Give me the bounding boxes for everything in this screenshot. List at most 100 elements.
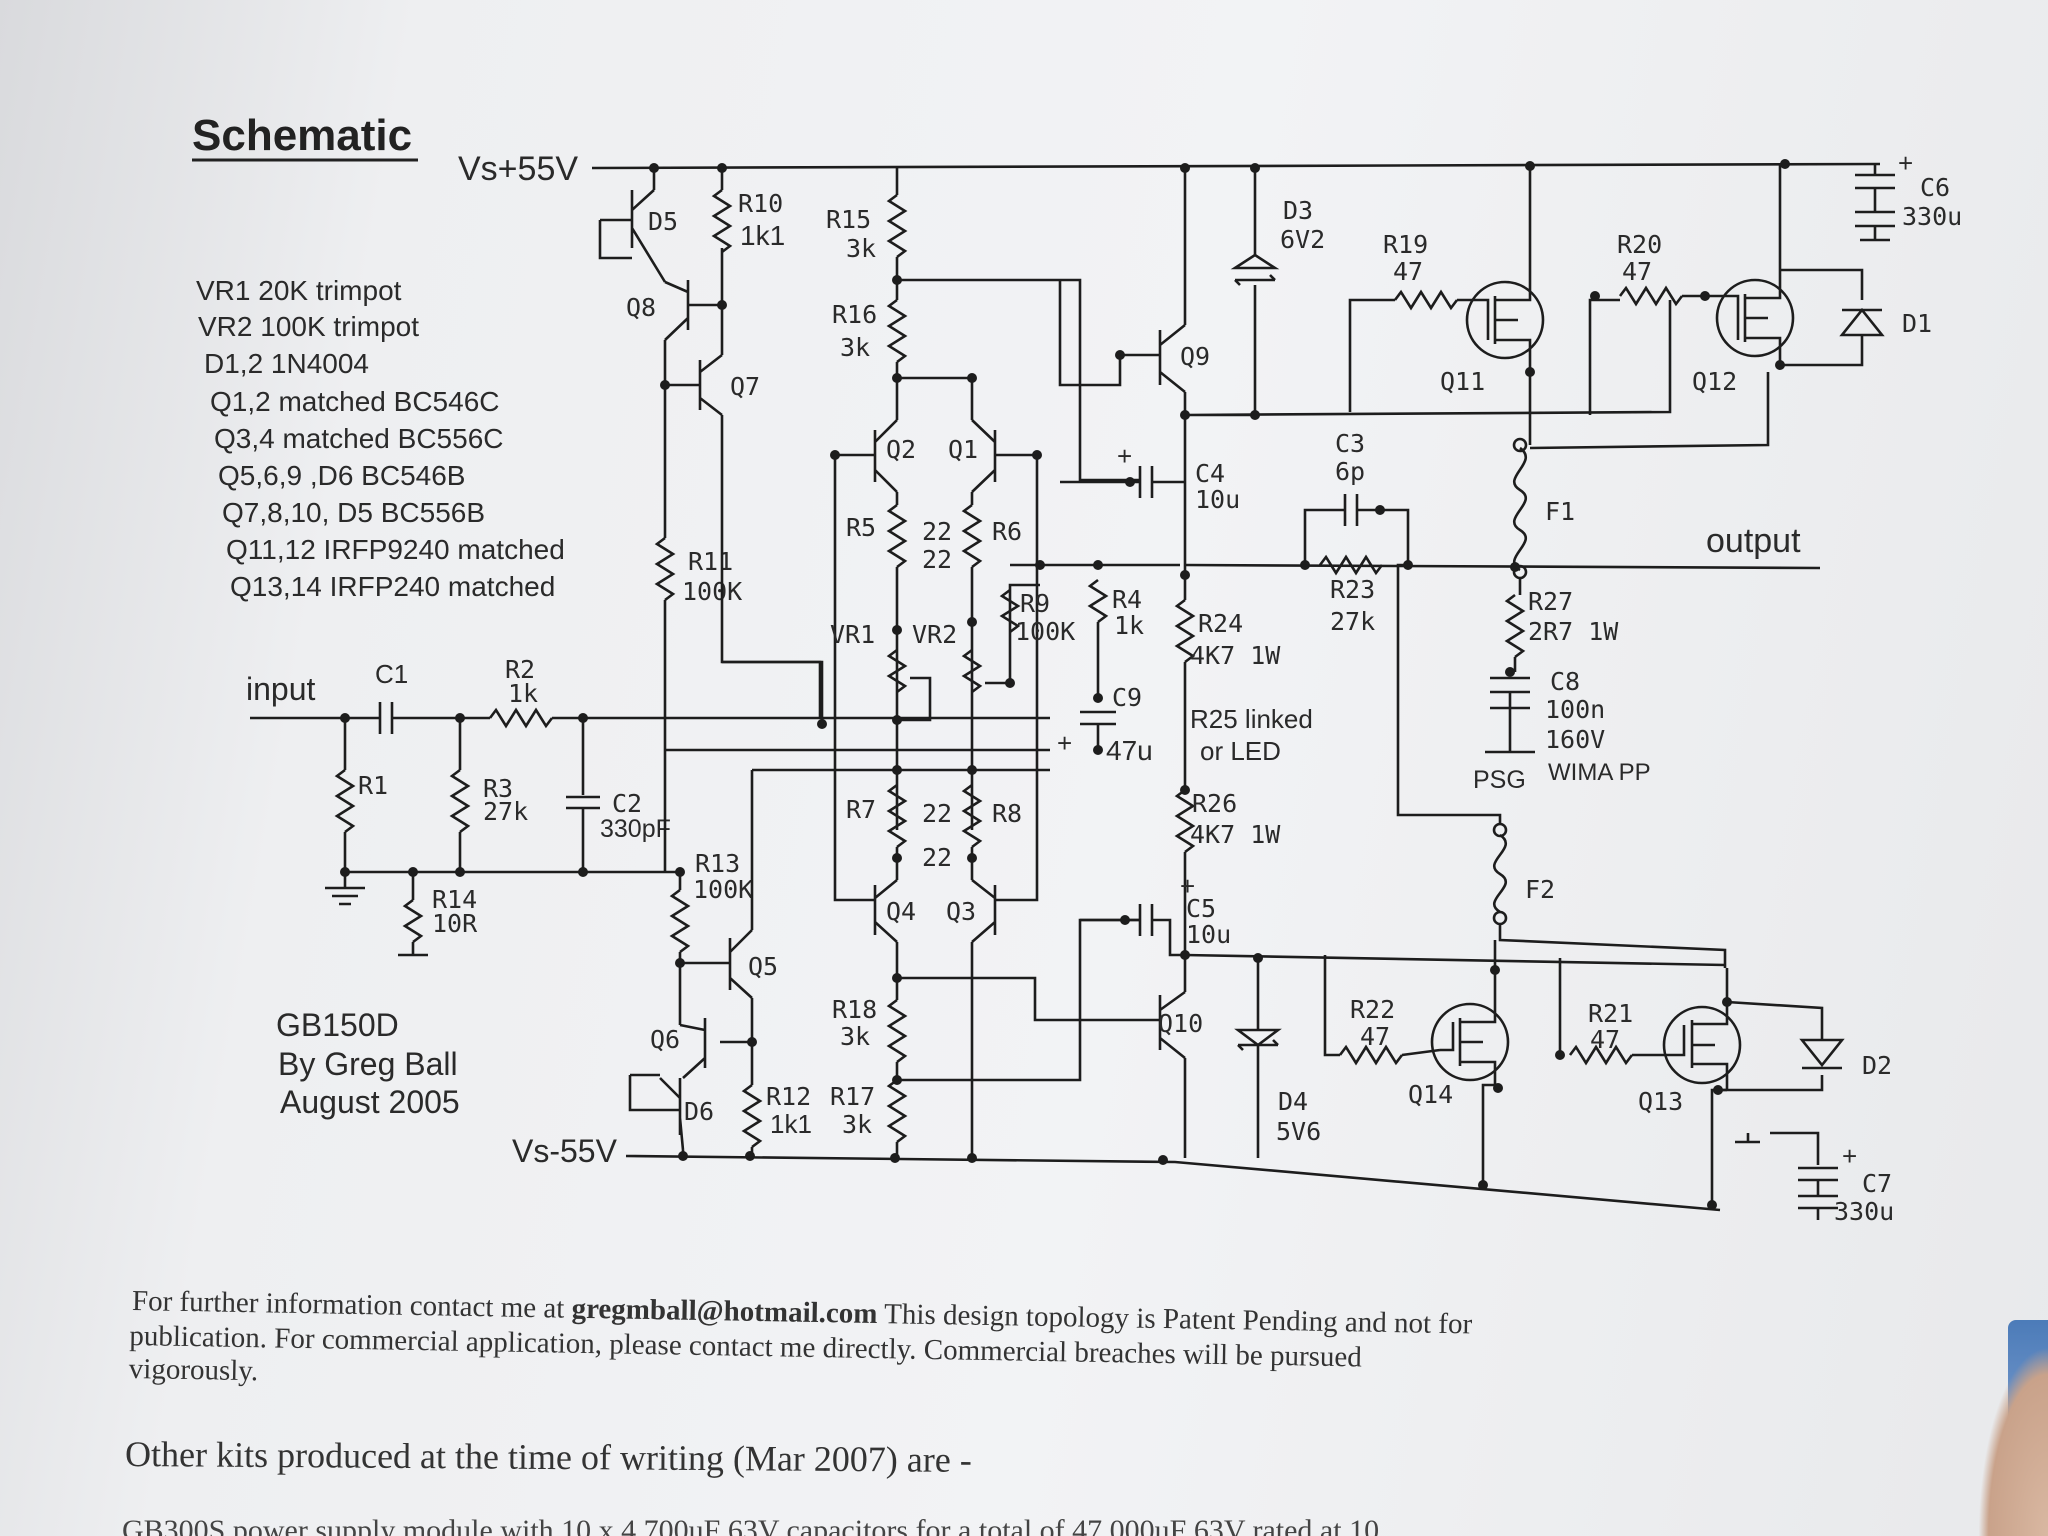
r3-label: R3 [483, 774, 513, 803]
r16-value: 3k [840, 333, 870, 362]
c9-label: C9 [1112, 683, 1142, 712]
r20-label: R20 [1617, 230, 1662, 259]
c4-label: C4 [1195, 459, 1225, 488]
design-date: August 2005 [280, 1084, 460, 1120]
r19-label: R19 [1383, 230, 1428, 259]
contact-email: gregmball@hotmail.com [571, 1293, 877, 1330]
q4-label: Q4 [886, 897, 916, 926]
parts-list-item: Q3,4 matched BC556C [214, 423, 504, 454]
output-label: output [1706, 522, 1801, 560]
cut-off-line: GB300S power supply module with 10 x 4,7… [122, 1514, 1379, 1536]
c5-label: C5 [1186, 894, 1216, 923]
c6-label: C6 [1920, 173, 1950, 202]
r27-label: R27 [1528, 587, 1573, 616]
q2-label: Q2 [886, 435, 916, 464]
r11-value: 100K [682, 577, 742, 606]
r26-label: R26 [1192, 789, 1237, 818]
d3-value: 6V2 [1280, 225, 1325, 254]
f1-label: F1 [1545, 497, 1575, 526]
c8-value-3: WIMA PP [1548, 759, 1651, 786]
d3-label: D3 [1283, 196, 1313, 225]
r18-value: 3k [840, 1022, 870, 1051]
r4-label: R4 [1112, 585, 1142, 614]
r22-label: R22 [1350, 995, 1395, 1024]
r17-value: 3k [842, 1110, 872, 1139]
r5-label: R5 [846, 513, 876, 542]
parts-list-item: Q5,6,9 ,D6 BC546B [218, 460, 465, 491]
rail-negative-label: Vs-55V [512, 1133, 618, 1169]
c8-value-1: 100n [1545, 695, 1605, 724]
r24-label: R24 [1198, 609, 1243, 638]
q13-label: Q13 [1638, 1087, 1683, 1116]
r13-label: R13 [695, 849, 740, 878]
parts-list-item: Q1,2 matched BC546C [210, 386, 500, 417]
r23-label: R23 [1330, 575, 1375, 604]
parts-list-item: D1,2 1N4004 [204, 348, 369, 379]
parts-list-item: VR1 20K trimpot [196, 275, 402, 306]
d1-label: D1 [1902, 309, 1932, 338]
q11-label: Q11 [1440, 367, 1485, 396]
r21-label: R21 [1588, 999, 1633, 1028]
r18-label: R18 [832, 995, 877, 1024]
r6-value: 22 [922, 545, 952, 574]
r4-value: 1k [1114, 611, 1144, 640]
d6-label: D6 [684, 1097, 714, 1126]
c2-label: C2 [612, 789, 642, 818]
q8-label: Q8 [626, 293, 656, 322]
r11-label: R11 [688, 547, 733, 576]
d2-label: D2 [1862, 1051, 1892, 1080]
other-kits-heading: Other kits produced at the time of writi… [125, 1434, 972, 1480]
q6-label: Q6 [650, 1025, 680, 1054]
c8-value-2: 160V [1545, 725, 1605, 754]
q3-label: Q3 [946, 897, 976, 926]
c6-plus: + [1898, 148, 1913, 178]
r27-value: 2R7 1W [1528, 617, 1619, 646]
parts-list-item: Q11,12 IRFP9240 matched [226, 534, 565, 565]
c3-label: C3 [1335, 429, 1365, 458]
d4-value: 5V6 [1276, 1117, 1321, 1146]
author-name: By Greg Ball [278, 1046, 458, 1082]
q7-label: Q7 [730, 372, 760, 401]
r1-label: R1 [358, 771, 388, 800]
credit-block: GB150D By Greg Ball August 2005 [276, 1007, 460, 1120]
r16-label: R16 [832, 300, 877, 329]
r9-label: R9 [1020, 589, 1050, 618]
parts-list: VR1 20K trimpot VR2 100K trimpot D1,2 1N… [196, 275, 565, 602]
r14-label: R14 [432, 885, 477, 914]
c6-value: 330u [1902, 202, 1962, 231]
r12-label: R12 [766, 1082, 811, 1111]
c7-value: 330u [1834, 1197, 1894, 1226]
r21-value: 47 [1590, 1025, 1620, 1054]
r9-value: 100K [1015, 617, 1075, 646]
r3-value: 27k [483, 797, 528, 826]
q5-label: Q5 [748, 952, 778, 981]
schematic-heading: Schematic [192, 111, 412, 160]
parts-list-item: Q7,8,10, D5 BC556B [222, 497, 485, 528]
q12-label: Q12 [1692, 367, 1737, 396]
r20-value: 47 [1622, 257, 1652, 286]
r5-value: 22 [922, 517, 952, 546]
r2-label: R2 [505, 655, 535, 684]
c4-plus: + [1117, 441, 1132, 471]
c7-label: C7 [1862, 1169, 1892, 1198]
c9-plus: + [1057, 728, 1072, 758]
r15-label: R15 [826, 205, 871, 234]
r8-label: R8 [992, 799, 1022, 828]
r13-value: 100K [693, 875, 753, 904]
r7-label: R7 [846, 795, 876, 824]
c3-value: 6p [1335, 457, 1365, 486]
psg-label: PSG [1473, 766, 1526, 794]
r2-value: 1k [508, 679, 538, 708]
r7-value: 22 [922, 799, 952, 828]
input-label: input [246, 671, 316, 707]
rail-positive-label: Vs+55V [458, 150, 578, 188]
r8-value: 22 [922, 843, 952, 872]
c7-plus: + [1842, 1141, 1857, 1171]
c5-value: 10u [1186, 920, 1231, 949]
f2-label: F2 [1525, 875, 1555, 904]
r26-value: 4K7 1W [1190, 820, 1281, 849]
r12-value: 1k1 [770, 1109, 812, 1139]
model-name: GB150D [276, 1007, 399, 1043]
